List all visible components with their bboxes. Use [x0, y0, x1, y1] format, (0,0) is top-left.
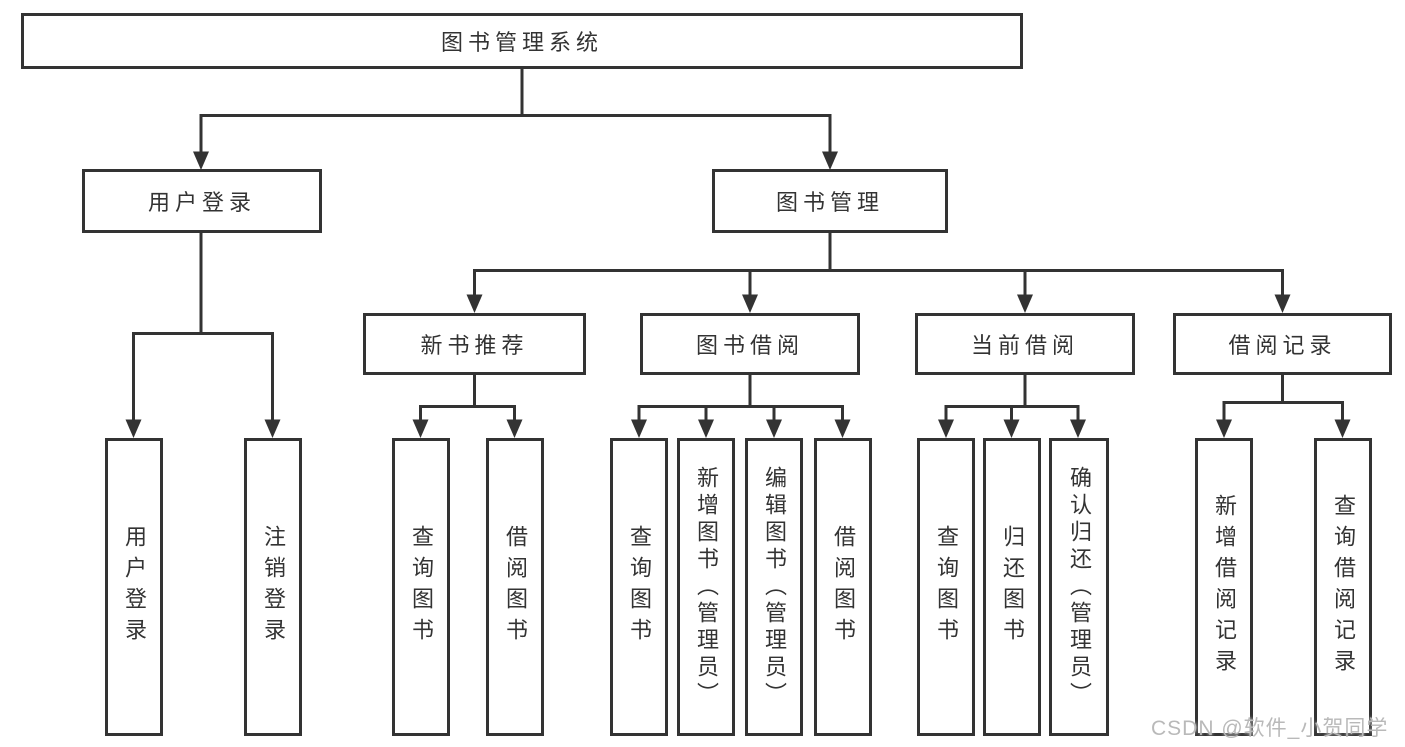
leaf-logout: 注销登录	[244, 438, 302, 736]
node-new-book-recommend: 新书推荐	[363, 313, 586, 375]
edge-root-split	[193, 69, 838, 170]
edge-mgmt-split	[466, 233, 1291, 313]
leaf-borrow-book-2-label: 借阅图书	[831, 525, 856, 649]
node-book-management-label: 图书管理	[775, 190, 884, 215]
leaf-add-book-admin: 新增图书（管理员）	[677, 438, 735, 736]
node-user-login-label: 用户登录	[147, 190, 256, 215]
leaf-query-borrow-record: 查询借阅记录	[1314, 438, 1372, 736]
leaf-add-book-admin-label: 新增图书（管理员）	[694, 465, 719, 709]
leaf-query-borrow-record-label: 查询借阅记录	[1331, 494, 1356, 680]
node-book-borrowing-label: 图书借阅	[695, 333, 804, 358]
leaf-add-borrow-record-label: 新增借阅记录	[1212, 494, 1237, 680]
leaf-user-login-label: 用户登录	[122, 525, 147, 649]
leaf-borrow-book-1: 借阅图书	[486, 438, 544, 736]
leaf-confirm-return-admin: 确认归还（管理员）	[1049, 438, 1109, 736]
leaf-edit-book-admin: 编辑图书（管理员）	[745, 438, 803, 736]
leaf-return-book-label: 归还图书	[1000, 525, 1025, 649]
leaf-edit-book-admin-label: 编辑图书（管理员）	[762, 465, 787, 709]
leaf-add-borrow-record: 新增借阅记录	[1195, 438, 1253, 736]
node-current-borrowing: 当前借阅	[915, 313, 1135, 375]
edge-newbook-split	[412, 375, 523, 438]
edge-login-split	[125, 233, 281, 438]
node-borrowing-records: 借阅记录	[1173, 313, 1392, 375]
leaf-query-book-3: 查询图书	[917, 438, 975, 736]
node-user-login: 用户登录	[82, 169, 322, 233]
leaf-user-login: 用户登录	[105, 438, 163, 736]
leaf-borrow-book-1-label: 借阅图书	[503, 525, 528, 649]
edge-records-split	[1216, 375, 1351, 438]
edge-current-split	[938, 375, 1086, 438]
edge-borrow-split	[631, 375, 851, 438]
leaf-query-book-2: 查询图书	[610, 438, 668, 736]
leaf-query-book-2-label: 查询图书	[627, 525, 652, 649]
leaf-return-book: 归还图书	[983, 438, 1041, 736]
node-book-borrowing: 图书借阅	[640, 313, 860, 375]
node-book-management: 图书管理	[712, 169, 948, 233]
node-current-borrowing-label: 当前借阅	[970, 333, 1079, 358]
node-borrowing-records-label: 借阅记录	[1228, 333, 1337, 358]
leaf-confirm-return-admin-label: 确认归还（管理员）	[1067, 465, 1092, 709]
leaf-borrow-book-2: 借阅图书	[814, 438, 872, 736]
leaf-query-book-3-label: 查询图书	[934, 525, 959, 649]
node-root: 图书管理系统	[21, 13, 1023, 69]
leaf-query-book-1-label: 查询图书	[409, 525, 434, 649]
watermark-text: CSDN @软件_小贺同学	[1151, 717, 1389, 740]
leaf-query-book-1: 查询图书	[392, 438, 450, 736]
node-root-label: 图书管理系统	[440, 30, 603, 55]
node-new-book-recommend-label: 新书推荐	[420, 333, 529, 358]
leaf-logout-label: 注销登录	[261, 525, 286, 649]
